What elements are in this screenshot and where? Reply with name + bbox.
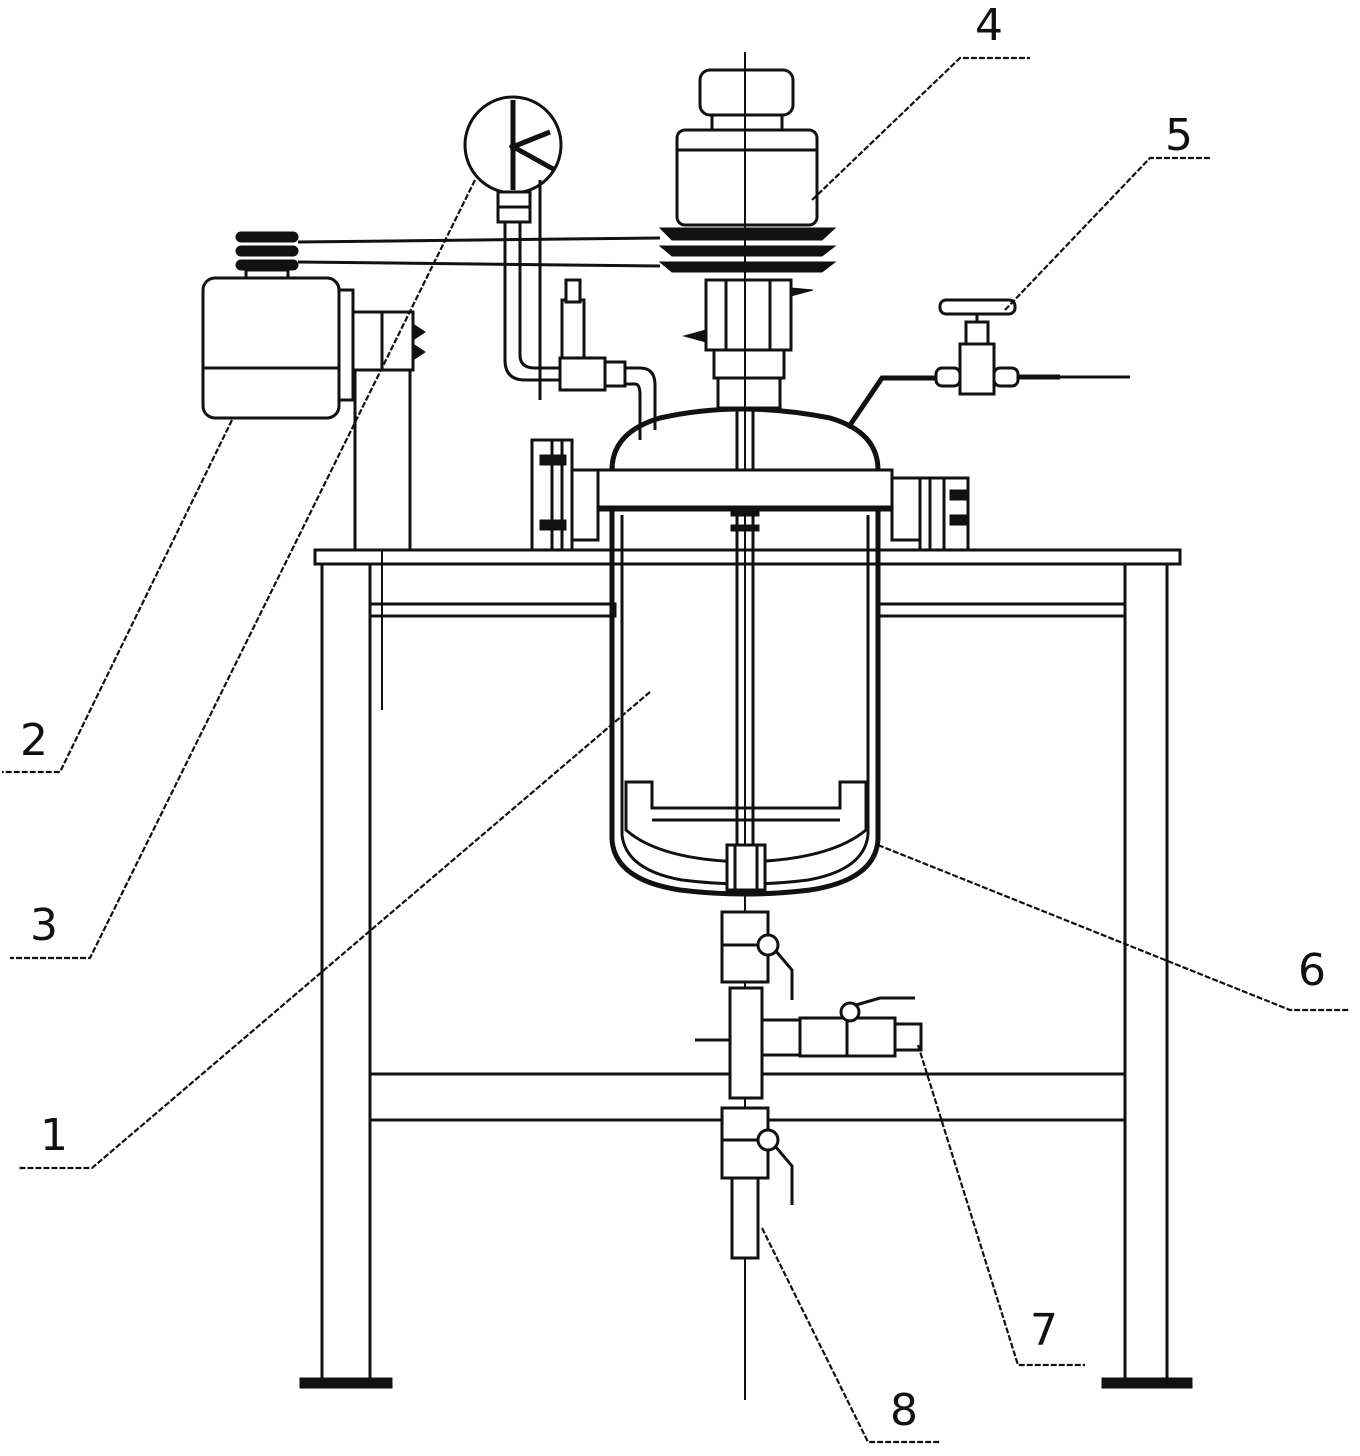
callout-8: 8 <box>761 1227 940 1444</box>
anchor-agitator <box>624 780 868 892</box>
drive-belt <box>297 236 661 268</box>
discharge-assembly <box>695 910 923 1260</box>
label-5: 5 <box>1165 110 1193 161</box>
support-frame <box>299 548 1193 1389</box>
label-7: 7 <box>1030 1305 1058 1356</box>
label-4: 4 <box>975 0 1003 51</box>
callout-7: 7 <box>916 1044 1085 1367</box>
reactor-vessel <box>596 406 894 897</box>
pressure-gauge <box>463 95 657 440</box>
callout-3: 3 <box>10 179 476 960</box>
label-1: 1 <box>40 1110 68 1161</box>
motor <box>201 231 426 710</box>
callout-5: 5 <box>1004 110 1210 311</box>
label-2: 2 <box>20 715 48 766</box>
callout-4: 4 <box>811 0 1030 201</box>
right-flange-clamp <box>890 476 970 552</box>
callout-2: 2 <box>2 419 233 774</box>
label-8: 8 <box>890 1385 918 1436</box>
left-flange-clamp <box>530 438 600 552</box>
drive-unit <box>658 68 837 410</box>
callout-6: 6 <box>877 843 1350 1012</box>
label-6: 6 <box>1298 945 1326 996</box>
callout-1: 1 <box>18 691 651 1170</box>
label-3: 3 <box>30 900 58 951</box>
inlet-valve <box>845 298 1130 430</box>
